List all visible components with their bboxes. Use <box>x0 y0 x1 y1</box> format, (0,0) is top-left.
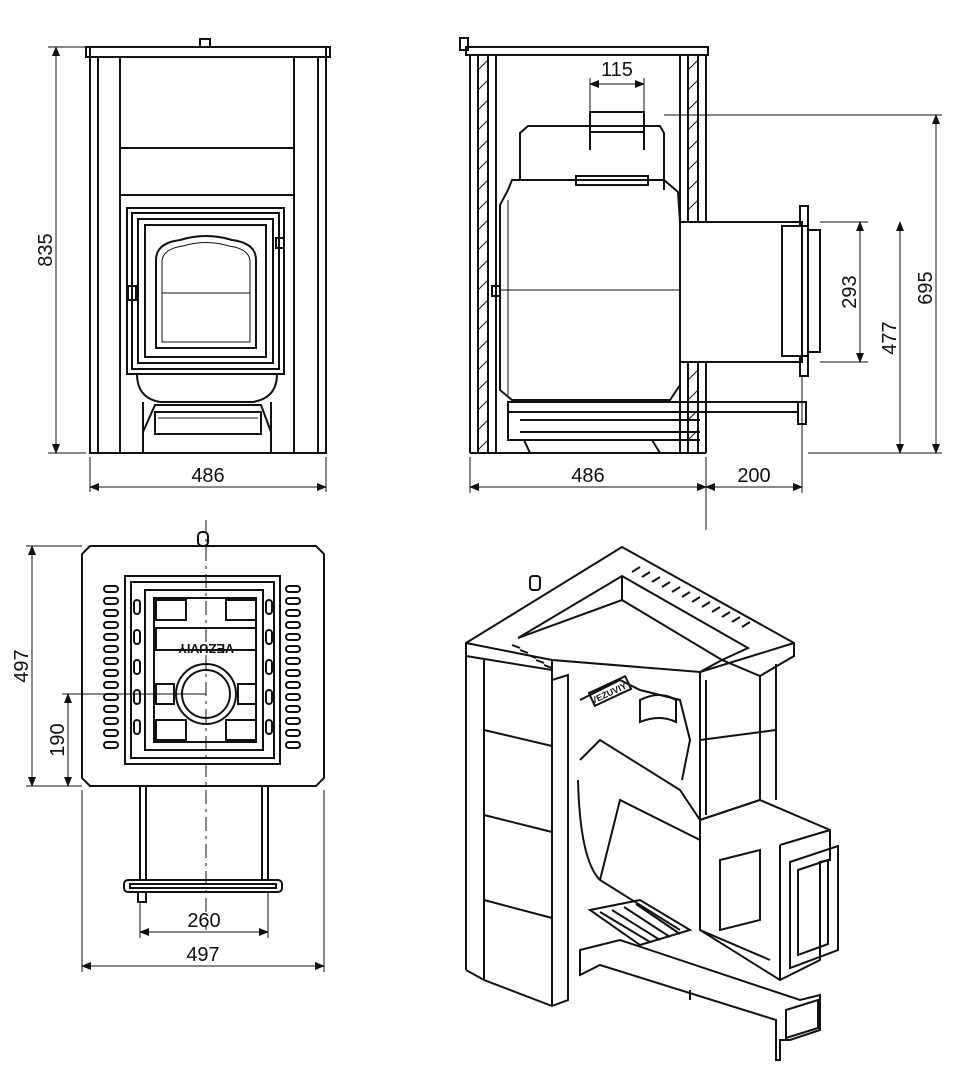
side-firebox-top <box>507 179 681 223</box>
side-chimney-spigot <box>589 111 645 133</box>
side-door-latch-icon <box>491 285 501 297</box>
front-ash-drawer <box>154 411 262 435</box>
iso-top-pin <box>529 575 541 591</box>
iso-view: VEZUVIY <box>465 545 839 1061</box>
side-tunnel-height-label: 293 <box>839 275 861 308</box>
top-depth-label: 497 <box>11 649 33 682</box>
front-door-frame <box>126 207 285 375</box>
front-door-handle-icon <box>127 285 137 301</box>
top-view: VEZUVIY <box>11 520 325 972</box>
side-top-pin <box>459 37 469 51</box>
top-vent-slots-left <box>103 585 119 749</box>
top-firebox-inner <box>144 589 264 751</box>
front-door-hinge-icon <box>275 237 285 249</box>
side-feed-tunnel <box>679 221 803 363</box>
front-door <box>137 218 274 364</box>
top-firebox-outer <box>124 575 281 765</box>
iso-ash-drawer <box>579 938 821 1061</box>
iso-top-plate <box>465 545 795 678</box>
top-pipe-offset-label: 190 <box>47 723 69 756</box>
side-firebox-body <box>499 189 681 401</box>
side-upper-chamber <box>519 125 665 190</box>
top-plate-outline <box>81 545 325 787</box>
side-pipe-label: 115 <box>601 59 633 81</box>
iso-firebox-body <box>577 779 681 931</box>
front-body-outline <box>89 46 327 454</box>
front-height-label: 835 <box>35 233 57 266</box>
top-tunnel-width-label: 260 <box>187 910 220 932</box>
side-total-height-label: 695 <box>915 271 937 304</box>
front-top-plate <box>85 46 331 58</box>
front-door-glass <box>155 235 257 349</box>
front-width-label: 486 <box>191 465 224 487</box>
side-depth-label: 486 <box>571 465 604 487</box>
front-view: 835 486 <box>35 38 331 492</box>
front-top-pin <box>199 38 211 48</box>
side-view: 115 293 477 695 486 200 <box>459 37 942 530</box>
side-tunnel-bottom-label: 477 <box>879 321 901 354</box>
side-ash-drawer-rail <box>507 401 799 413</box>
iso-chimney-ring <box>639 694 677 724</box>
iso-grate <box>587 898 693 947</box>
side-left-wall-hatch <box>477 59 489 451</box>
top-tunnel-front-handle <box>123 879 283 893</box>
top-vent-slots-right <box>285 585 301 749</box>
side-top-plate <box>465 46 709 56</box>
side-right-wall-hatch <box>687 59 699 441</box>
iso-vent-slots <box>511 566 751 669</box>
side-tunnel-length-label: 200 <box>737 465 770 487</box>
top-width-label: 497 <box>186 944 219 966</box>
top-pin <box>197 531 209 547</box>
